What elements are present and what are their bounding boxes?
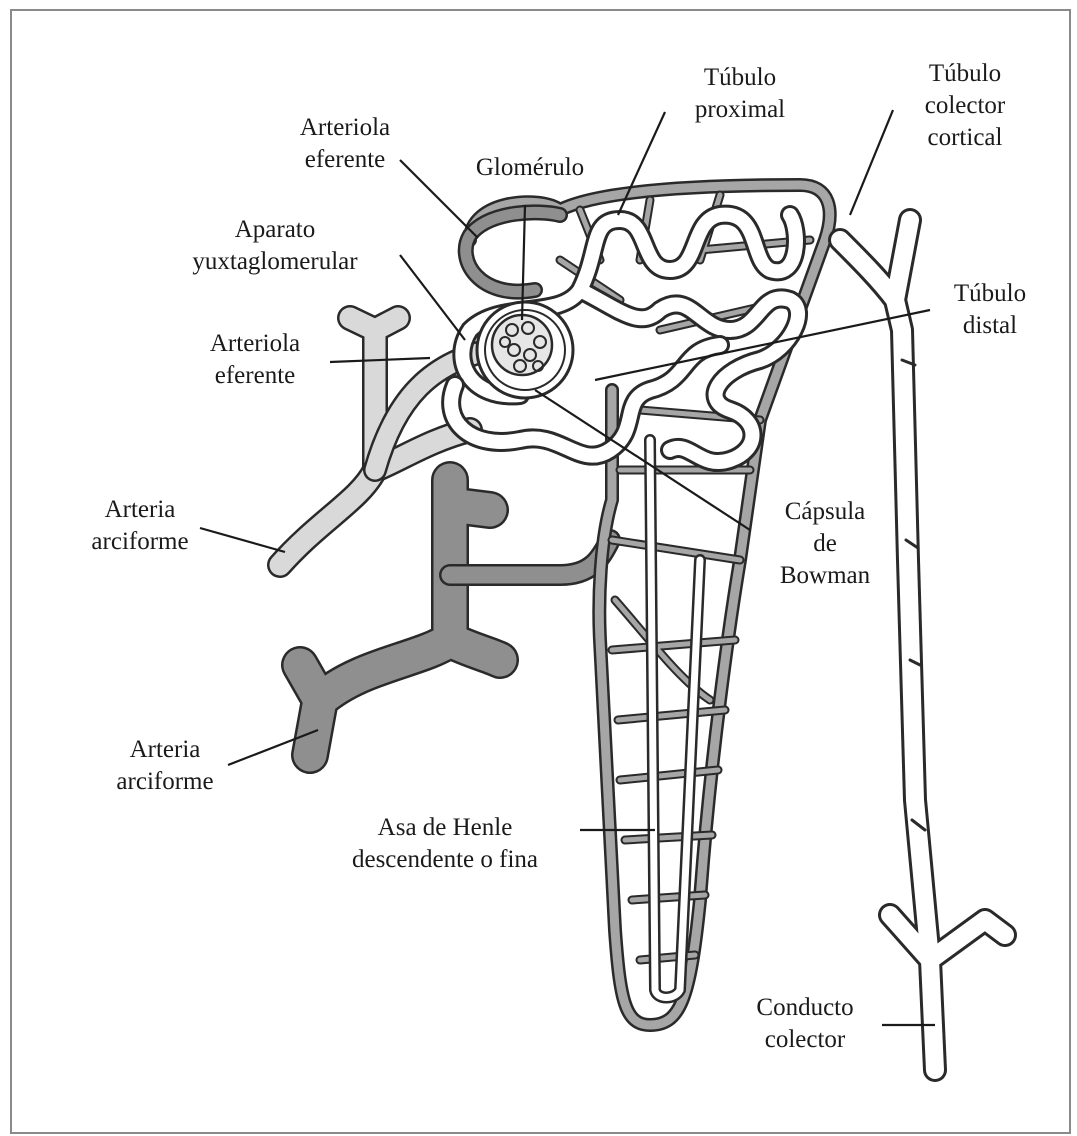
label-tubulo-distal: Túbulo distal [925,278,1055,342]
label-line: Arteriola [270,112,420,144]
label-arteria-arciforme-top: Arteria arciforme [70,494,210,558]
label-line: Glomérulo [455,152,605,184]
label-line: Aparato [155,214,395,246]
label-line: arciforme [70,526,210,558]
label-arteriola-eferente-mid: Arteriola eferente [180,328,330,392]
label-line: Arteria [95,734,235,766]
label-tubulo-colector-cortical: Túbulo colector cortical [895,58,1035,154]
label-line: proximal [670,94,810,126]
label-arteria-arciforme-bottom: Arteria arciforme [95,734,235,798]
label-line: arciforme [95,766,235,798]
label-tubulo-proximal: Túbulo proximal [670,62,810,126]
label-line: Túbulo [895,58,1035,90]
arteria-arciforme-dark [300,480,610,755]
glomerulo [492,315,552,375]
label-line: Bowman [755,560,895,592]
label-line: descendente o fina [310,844,580,876]
arteriola-eferente-loop [466,212,560,291]
label-aparato-yuxtaglomerular: Aparato yuxtaglomerular [155,214,395,278]
label-line: Arteriola [180,328,330,360]
label-line: cortical [895,122,1035,154]
label-line: Túbulo [670,62,810,94]
label-line: distal [925,310,1055,342]
label-line: Arteria [70,494,210,526]
conducto-colector [840,220,1005,1070]
label-line: Cápsula [755,496,895,528]
label-arteriola-eferente-top: Arteriola eferente [270,112,420,176]
label-line: colector [895,90,1035,122]
label-line: Túbulo [925,278,1055,310]
label-conducto-colector: Conducto colector [730,992,880,1056]
label-asa-de-henle: Asa de Henle descendente o fina [310,812,580,876]
label-line: Conducto [730,992,880,1024]
label-line: colector [730,1024,880,1056]
label-capsula-bowman: Cápsula de Bowman [755,496,895,592]
label-line: yuxtaglomerular [155,246,395,278]
label-line: eferente [180,360,330,392]
label-line: Asa de Henle [310,812,580,844]
label-line: eferente [270,144,420,176]
label-glomerulo: Glomérulo [455,152,605,184]
label-line: de [755,528,895,560]
